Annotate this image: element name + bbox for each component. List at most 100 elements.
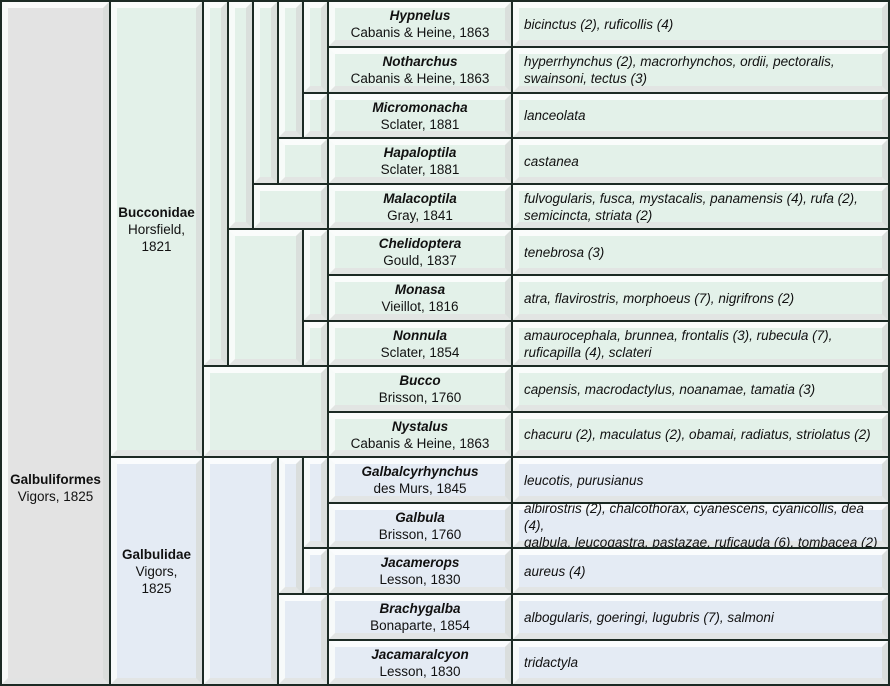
species-list-line: atra, flavirostris, morphoeus (7), nigri… [524,290,795,306]
family-name: Bucconidae [118,204,195,220]
clade-box [202,0,229,367]
genus-name: Hypnelus [389,8,451,23]
genus-author: Gould, 1837 [383,253,457,268]
species-cell: aureus (4) [511,547,890,595]
clade-box [252,0,279,185]
family-author: Horsfield, [127,221,186,237]
genus-author: des Murs, 1845 [373,481,467,496]
species-cell: hyperrhynchus (2), macrorhynchos, ordii,… [511,46,890,94]
clade-box [302,92,329,139]
species-cell: tenebrosa (3) [511,228,890,276]
species-cell: fulvogularis, fusca, mystacalis, panamen… [511,183,890,230]
clade-box [302,547,329,595]
genus-author: Brisson, 1760 [378,390,462,405]
genus-name: Chelidoptera [378,236,462,251]
genus-author: Gray, 1841 [387,207,453,223]
family-box-galbulidae: Galbulidae Vigors, 1825 [109,456,204,686]
clade-box [277,137,329,185]
genus-author: Bonaparte, 1854 [370,618,470,633]
species-list-line: bicinctus (2), ruficollis (4) [524,16,674,32]
genus-name: Micromonacha [372,99,468,115]
genus-author: Cabanis & Heine, 1863 [350,25,490,40]
order-name: Galbuliformes [10,472,101,487]
order-author: Vigors, 1825 [17,489,94,504]
family-year: 1821 [141,238,172,254]
clade-box [302,456,329,549]
family-author: Vigors, [135,563,178,579]
species-list-line: amaurocephala, brunnea, frontalis (3), r… [524,327,833,343]
species-list-line: swainsoni, tectus (3) [524,71,648,86]
genus-author: Vieillot, 1816 [381,299,459,314]
species-list-line: fulvogularis, fusca, mystacalis, panamen… [524,190,858,206]
species-list-line: tridactyla [524,655,579,670]
genus-name: Galbula [395,509,445,525]
clade-box [252,183,329,230]
species-list-line: semicincta, striata (2) [524,207,653,223]
species-cell: amaurocephala, brunnea, frontalis (3), r… [511,320,890,367]
family-box-bucconidae: Bucconidae Horsfield, 1821 [109,0,204,458]
species-cell: leucotis, purusianus [511,456,890,504]
clade-box [202,456,279,686]
clade-box [302,320,329,367]
species-list-line: hyperrhynchus (2), macrorhynchos, ordii,… [524,54,835,69]
species-list-line: castanea [524,153,579,169]
genus-name: Jacamaralcyon [371,646,469,662]
genus-author: Lesson, 1830 [379,663,461,679]
genus-name: Nystalus [391,418,449,434]
species-cell: lanceolata [511,92,890,139]
genus-author: Sclater, 1854 [380,344,460,360]
genus-name: Monasa [394,282,446,297]
genus-name: Bucco [399,373,441,388]
clade-box [202,365,329,458]
genus-name: Hapaloptila [383,145,457,160]
species-list-line: albirostris (2), chalcothorax, cyanescen… [524,502,864,533]
order-box: Galbuliformes Vigors, 1825 [0,0,111,686]
clade-box [277,456,304,595]
genus-author: Sclater, 1881 [380,162,460,177]
genus-author: Cabanis & Heine, 1863 [350,435,490,451]
species-cell: capensis, macrodactylus, noanamae, tamat… [511,365,890,413]
genus-author: Sclater, 1881 [380,116,460,132]
clade-box [227,228,304,367]
species-cell: chacuru (2), maculatus (2), obamai, radi… [511,411,890,458]
species-cell: albogularis, goeringi, lugubris (7), sal… [511,593,890,641]
species-list-line: leucotis, purusianus [524,472,644,488]
species-list-line: albogularis, goeringi, lugubris (7), sal… [524,609,774,625]
genus-author: Lesson, 1830 [379,572,461,587]
family-year: 1825 [141,580,172,596]
genus-author: Cabanis & Heine, 1863 [350,71,490,86]
species-list-line: capensis, macrodactylus, noanamae, tamat… [524,381,816,397]
species-list-line: ruficapilla (4), sclateri [524,344,652,360]
species-cell: albirostris (2), chalcothorax, cyanescen… [511,502,890,549]
genus-name: Galbalcyrhynchus [361,464,479,479]
genus-name: Notharchus [382,54,458,69]
genus-author: Brisson, 1760 [378,526,462,542]
clade-box [277,0,304,139]
genus-name: Brachygalba [379,601,461,616]
species-list-line: chacuru (2), maculatus (2), obamai, radi… [524,427,871,442]
species-cell: castanea [511,137,890,185]
clade-box [227,0,254,230]
clade-box [277,593,329,686]
genus-cell: Galbalcyrhynchus des Murs, 1845 [327,456,513,504]
species-cell: atra, flavirostris, morphoeus (7), nigri… [511,274,890,322]
species-cell: tridactyla [511,639,890,686]
genus-name: Jacamerops [380,555,460,570]
species-list-line: lanceolata [524,108,586,123]
genus-name: Malacoptila [383,190,457,206]
